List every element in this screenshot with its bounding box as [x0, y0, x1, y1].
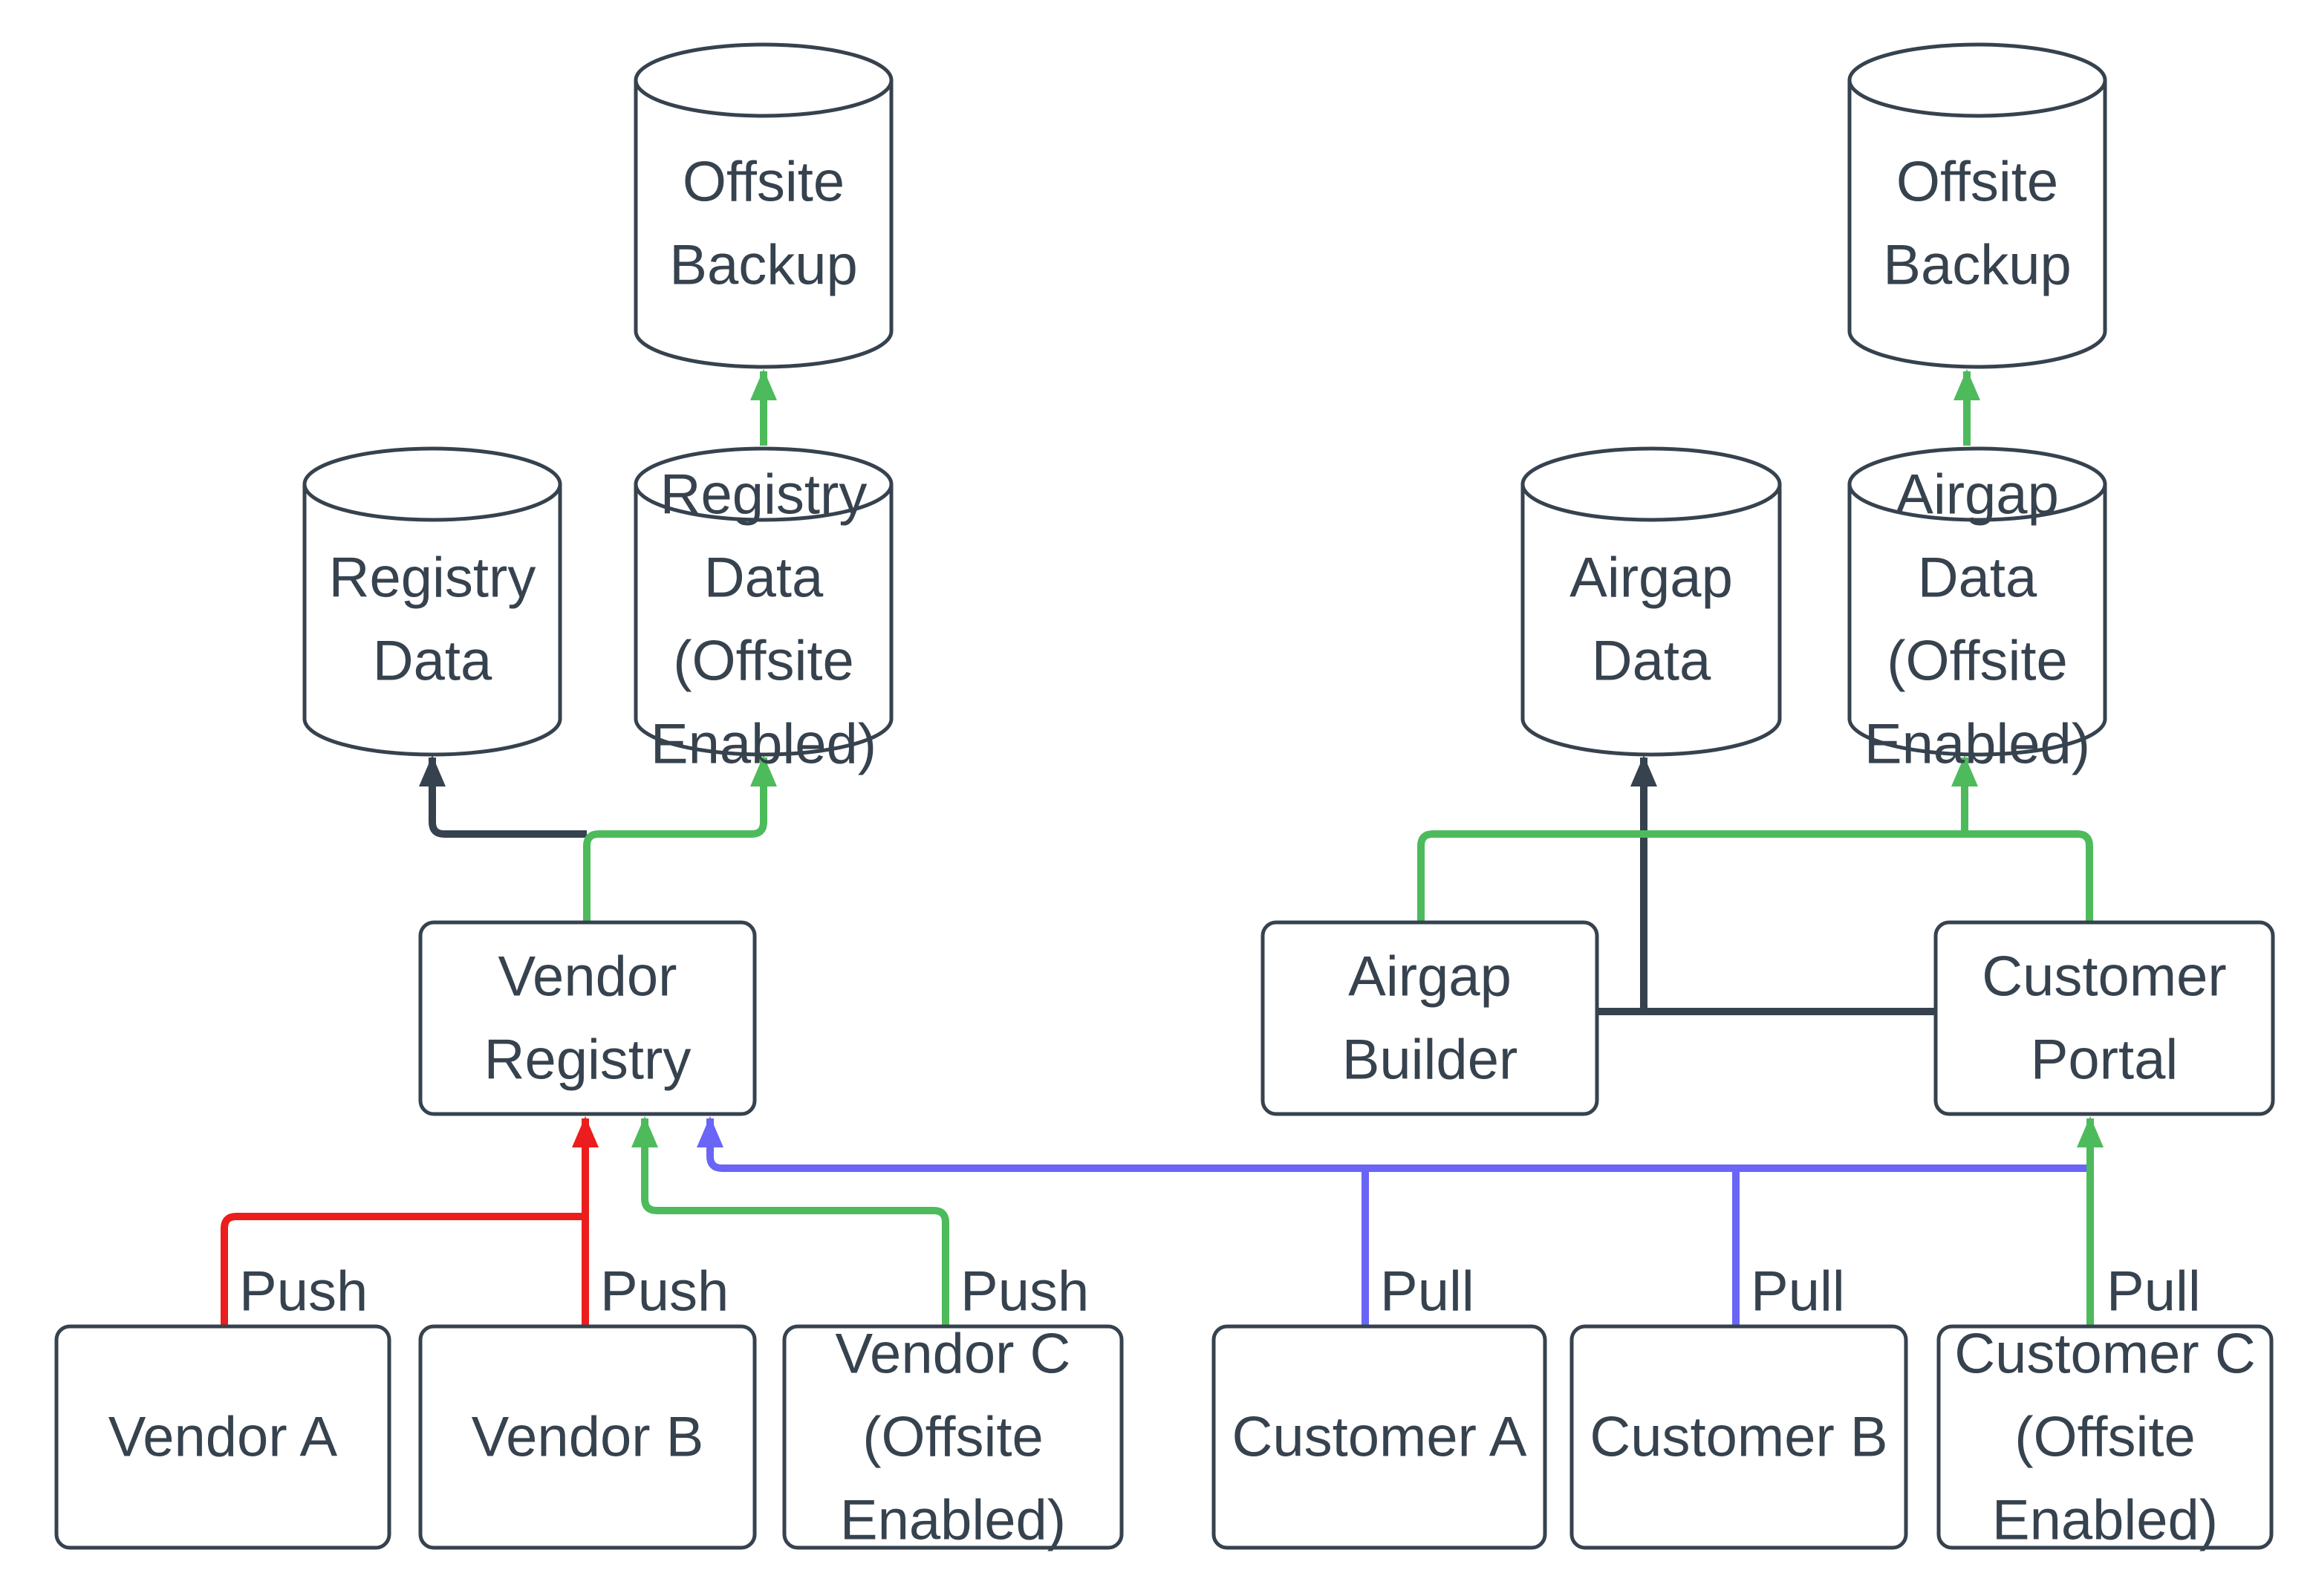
- edge-builder-portal-offsite-bus: [1417, 830, 2093, 925]
- edge-vendor-a-push-line: [221, 1213, 585, 1326]
- airgap-builder-label-line: Builder: [1342, 1029, 1518, 1092]
- offsite-backup-right-cylinder-top: [1847, 42, 2107, 118]
- airgap-data-offsite-label-line: Data: [1918, 547, 2037, 610]
- airgap-data-offsite-label-line: Enabled): [1864, 713, 2090, 776]
- airgap-builder-label-line: Airgap: [1348, 945, 1512, 1009]
- registry-data-offsite-cylinder-top: [634, 446, 894, 522]
- edge-vendor-c-push-line: [631, 1116, 949, 1326]
- edge-customers-pull-bus: [697, 1116, 2086, 1172]
- registry-data-label-line: Registry: [329, 547, 536, 610]
- airgap-data-offsite-cylinder-top: [1847, 446, 2107, 522]
- customer-c-box: [1936, 1324, 2274, 1550]
- airgap-data-label-line: Data: [1592, 630, 1711, 693]
- vendor-registry-label-line: Vendor: [498, 945, 677, 1009]
- registry-data-offsite-label-line: Registry: [660, 463, 868, 527]
- vendor-a-label-line: Vendor A: [108, 1406, 338, 1469]
- edge-vendor-registry-to-registry-data: [419, 755, 587, 838]
- vendor-c-label-line: Enabled): [840, 1489, 1066, 1552]
- pull-label-customer-a: Pull: [1380, 1260, 1474, 1323]
- offsite-backup-right-label-line: Offsite: [1896, 151, 2058, 214]
- registry-data-offsite-cylinder-body: [634, 484, 894, 757]
- registry-data-label-line: Data: [373, 630, 492, 693]
- node-customer-b: Customer B: [1569, 1324, 1908, 1550]
- registry-data-cylinder-top: [302, 446, 562, 522]
- customer-portal-label-line: Customer: [1982, 945, 2226, 1009]
- offsite-backup-left-label-line: Offsite: [683, 151, 845, 214]
- push-label-vendor-b: Push: [600, 1260, 729, 1323]
- node-vendor-a: Vendor A: [54, 1324, 391, 1550]
- customer-c-label-line: (Offsite: [2014, 1406, 2196, 1469]
- customer-portal-label-line: Portal: [2031, 1029, 2179, 1092]
- customer-a-label-line: Customer A: [1232, 1406, 1526, 1469]
- customer-c-label-line: Customer C: [1954, 1323, 2255, 1386]
- airgap-data-offsite-cylinder-body: [1847, 484, 2107, 757]
- vendor-registry-box: [418, 920, 757, 1116]
- offsite-backup-left-cylinder-top: [634, 42, 894, 118]
- customer-portal-box: [1933, 920, 2275, 1116]
- edge-vendor-registry-to-registry-data-offsite: [583, 755, 777, 925]
- pull-label-customer-c: Pull: [2107, 1260, 2201, 1323]
- airgap-data-cylinder-top: [1520, 446, 1782, 522]
- offsite-backup-left-cylinder-body: [634, 80, 894, 369]
- node-customer-a: Customer A: [1211, 1324, 1547, 1550]
- registry-data-cylinder-body: [302, 484, 562, 757]
- node-vendor-b: Vendor B: [418, 1324, 757, 1550]
- offsite-backup-right-label-line: Backup: [1883, 234, 2072, 297]
- airgap-data-offsite-label-line: (Offsite: [1887, 630, 2068, 693]
- customer-a-box: [1211, 1324, 1547, 1550]
- vendor-b-label-line: Vendor B: [472, 1406, 704, 1469]
- customer-b-box: [1569, 1324, 1908, 1550]
- push-label-vendor-a: Push: [239, 1260, 368, 1323]
- airgap-data-offsite-label-line: Airgap: [1896, 463, 2059, 527]
- vendor-c-box: [782, 1324, 1124, 1550]
- edges-layer: [221, 369, 2104, 1329]
- customer-b-label-line: Customer B: [1590, 1406, 1887, 1469]
- pull-label-customer-b: Pull: [1751, 1260, 1845, 1323]
- vendor-c-label-line: (Offsite: [862, 1406, 1044, 1469]
- airgap-builder-box: [1260, 920, 1599, 1116]
- vendor-c-label-line: Vendor C: [836, 1323, 1071, 1386]
- vendor-registry-label-line: Registry: [484, 1029, 692, 1092]
- nodes-layer: OffsiteBackupRegistryDataRegistryData(Of…: [54, 42, 2275, 1552]
- airgap-data-cylinder-body: [1520, 484, 1782, 757]
- registry-data-offsite-label-line: Data: [704, 547, 824, 610]
- edge-labels-layer: Push Push Push Pull Pull Pull: [239, 1260, 2201, 1323]
- push-label-vendor-c: Push: [960, 1260, 1089, 1323]
- vendor-a-box: [54, 1324, 391, 1550]
- customer-c-label-line: Enabled): [1992, 1489, 2218, 1552]
- registry-data-offsite-label-line: Enabled): [651, 713, 876, 776]
- vendor-b-box: [418, 1324, 757, 1550]
- registry-data-offsite-label-line: (Offsite: [673, 630, 854, 693]
- airgap-data-label-line: Airgap: [1569, 547, 1733, 610]
- offsite-backup-left-label-line: Backup: [669, 234, 858, 297]
- offsite-backup-right-cylinder-body: [1847, 80, 2107, 369]
